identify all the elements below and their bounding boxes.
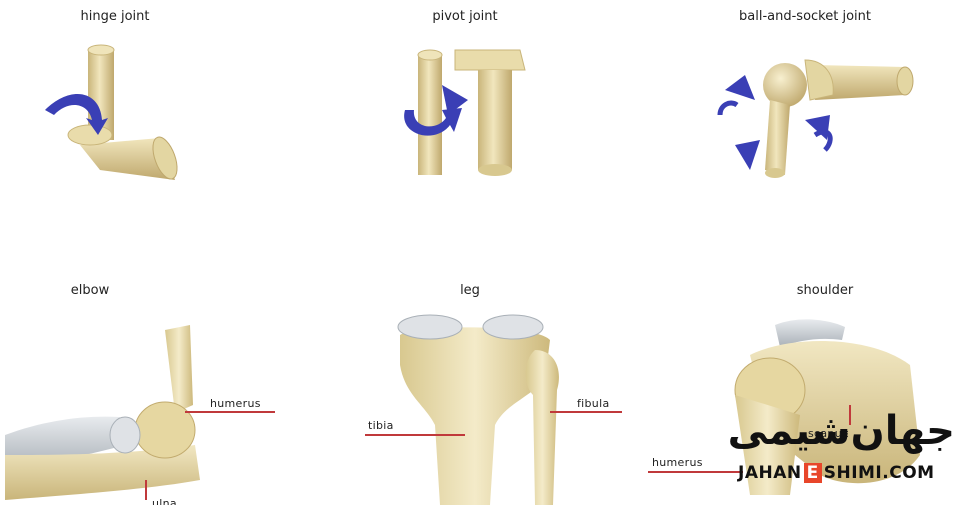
pivot-joint-illustration [400, 40, 560, 200]
elbow-humerus-leader [185, 411, 275, 413]
leg-fibula-leader [550, 411, 622, 413]
shoulder-humerus-leader [648, 471, 743, 473]
shoulder-humerus-label: humerus [652, 456, 703, 469]
watermark-jahan: JAHAN [738, 463, 802, 483]
watermark-e: E [804, 463, 822, 483]
hinge-joint-illustration [40, 40, 220, 220]
ball-and-socket-joint-title: ball-and-socket joint [720, 9, 890, 24]
watermark-shimi: SHIMI.COM [824, 463, 935, 483]
elbow-humerus-label: humerus [210, 397, 261, 410]
elbow-title: elbow [40, 283, 140, 298]
elbow-ulna-leader [145, 480, 147, 500]
elbow-ulna-label: ulna [152, 497, 177, 505]
ball-and-socket-joint-illustration [715, 45, 915, 185]
leg-illustration [385, 305, 585, 505]
hinge-joint-title: hinge joint [40, 9, 190, 24]
watermark-arabic-logo: جهان‌شیمی [740, 408, 955, 454]
leg-tibia-label: tibia [368, 419, 394, 432]
leg-tibia-leader [365, 434, 465, 436]
leg-fibula-label: fibula [577, 397, 609, 410]
leg-title: leg [430, 283, 510, 298]
shoulder-title: shoulder [770, 283, 880, 298]
pivot-joint-title: pivot joint [390, 9, 540, 24]
